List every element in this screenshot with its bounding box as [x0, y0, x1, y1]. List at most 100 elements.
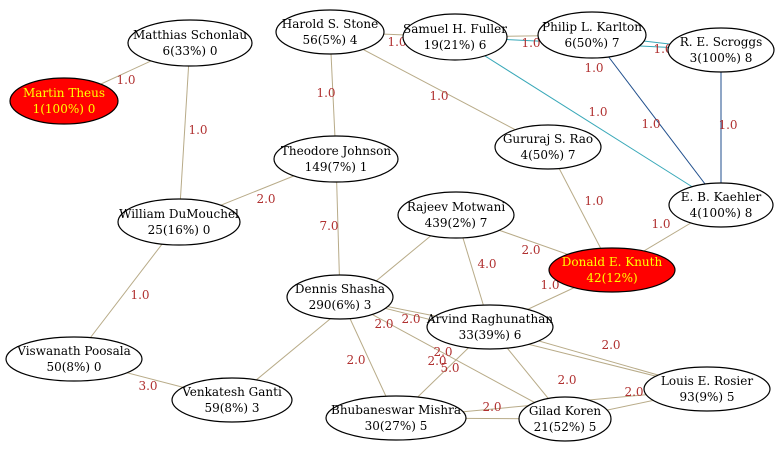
node-ellipse: [518, 396, 612, 442]
node-stat: 33(39%) 6: [459, 328, 522, 342]
node-ellipse: [426, 304, 554, 350]
node-koren[interactable]: Gilad Koren 21(52%) 5: [518, 396, 612, 442]
edge-label: 2.0: [256, 192, 275, 206]
node-name: Louis E. Rosier: [661, 374, 753, 388]
node-ellipse: [9, 77, 119, 125]
node-name: Rajeev Motwani: [407, 200, 505, 214]
edge-label: 1.0: [429, 89, 448, 103]
node-ganti[interactable]: Venkatesh Ganti 59(8%) 3: [171, 377, 293, 423]
edge-label: 1.0: [540, 278, 559, 292]
node-ellipse: [537, 11, 647, 59]
edge-label: 1.0: [521, 36, 540, 50]
node-ellipse: [171, 377, 293, 423]
edge-label: 1.0: [641, 117, 660, 131]
edge-label: 1.0: [130, 288, 149, 302]
edge-label: 7.0: [319, 219, 338, 233]
node-stat: 4(50%) 7: [520, 148, 575, 162]
node-stat: 50(8%) 0: [46, 360, 101, 374]
node-stat: 6(50%) 7: [564, 36, 619, 50]
node-motwani[interactable]: Rajeev Motwani 439(2%) 7: [397, 191, 515, 239]
node-ellipse: [643, 366, 771, 412]
node-kaehler[interactable]: E. B. Kaehler 4(100%) 8: [668, 182, 774, 228]
node-name: Bhubaneswar Mishra: [331, 403, 461, 417]
edge-label: 1.0: [584, 194, 603, 208]
node-name: Harold S. Stone: [282, 17, 378, 31]
edge-label: 1.0: [316, 86, 335, 100]
node-ellipse: [275, 9, 385, 55]
edge-label: 1.0: [651, 217, 670, 231]
node-stat: 149(7%) 1: [305, 160, 368, 174]
node-stat: 42(12%): [586, 271, 637, 285]
node-ellipse: [402, 13, 508, 61]
edge-label: 2.0: [557, 373, 576, 387]
edge-label: 1.0: [116, 73, 135, 87]
edge-label: 1.0: [718, 118, 737, 132]
node-stat: 30(27%) 5: [365, 419, 428, 433]
node-layer: Matthias Schonlau 6(33%) 0 Martin Theus1(1…: [5, 9, 775, 442]
node-stat: 19(21%) 6: [424, 38, 487, 52]
node-stone[interactable]: Harold S. Stone 56(5%) 4: [275, 9, 385, 55]
edge-label: 2.0: [482, 400, 501, 414]
edge-schonlau-dumouchel: [178, 42, 191, 223]
node-ellipse: [667, 27, 775, 73]
edge-fuller-kaehler: [454, 36, 722, 206]
node-name: Dennis Shasha: [295, 282, 385, 296]
node-stat: 21(52%) 5: [534, 420, 597, 434]
edge-label: 2.0: [624, 385, 643, 399]
node-ellipse: [5, 336, 143, 382]
node-name: E. B. Kaehler: [681, 190, 762, 204]
node-schonlau[interactable]: Matthias Schonlau 6(33%) 0: [127, 19, 253, 67]
node-stat: 4(100%) 8: [690, 206, 753, 220]
node-raghunathan[interactable]: Arvind Raghunathan 33(39%) 6: [426, 304, 554, 350]
node-stat: 6(33%) 0: [162, 44, 217, 58]
edge-label: 1.0: [588, 105, 607, 119]
node-name: Venkatesh Ganti: [181, 385, 282, 399]
node-poosala[interactable]: Viswanath Poosala 50(8%) 0: [5, 336, 143, 382]
node-name: Samuel H. Fuller: [403, 22, 507, 36]
edge-label: 2.0: [601, 338, 620, 352]
edge-karlton-kaehler: [591, 34, 722, 206]
node-ellipse: [397, 191, 515, 239]
edge-label: 1.0: [387, 35, 406, 49]
node-ellipse: [286, 274, 394, 320]
node-name: Donald E. Knuth: [562, 255, 663, 269]
edge-label: 2.0: [374, 317, 393, 331]
node-stat: 59(8%) 3: [204, 401, 259, 415]
node-knuth[interactable]: Donald E. Knuth 42(12%): [548, 247, 676, 293]
node-fuller[interactable]: Samuel H. Fuller 19(21%) 6: [402, 13, 508, 61]
node-stat: 439(2%) 7: [425, 216, 488, 230]
edge-label: 2.0: [433, 345, 452, 359]
node-stat: 56(5%) 4: [302, 33, 357, 47]
edge-label: 1.0: [188, 123, 207, 137]
node-name: Theodore Johnson: [281, 144, 391, 158]
edge-label: 3.0: [138, 379, 157, 393]
node-name: R. E. Scroggs: [680, 35, 762, 49]
node-name: William DuMouchel: [119, 207, 239, 221]
edge-label: 2.0: [427, 354, 446, 368]
node-stat: 3(100%) 8: [690, 51, 753, 65]
node-stat: 1(100%) 0: [33, 102, 96, 116]
node-ellipse: [117, 198, 241, 246]
edge-label: 2.0: [401, 312, 420, 326]
node-ellipse: [548, 247, 676, 293]
node-mishra[interactable]: Bhubaneswar Mishra 30(27%) 5: [325, 395, 467, 441]
edge-label: 5.0: [440, 361, 459, 375]
node-ellipse: [273, 135, 399, 183]
node-name: Gilad Koren: [529, 404, 602, 418]
edge-shasha-koren: [339, 296, 566, 420]
node-name: Viswanath Poosala: [16, 344, 130, 358]
node-johnson[interactable]: Theodore Johnson 149(7%) 1: [273, 135, 399, 183]
node-scroggs[interactable]: R. E. Scroggs 3(100%) 8: [667, 27, 775, 73]
node-ellipse: [668, 182, 774, 228]
edge-label: 1.0: [584, 61, 603, 75]
node-name: Arvind Raghunathan: [426, 312, 553, 326]
node-name: Matthias Schonlau: [133, 28, 247, 42]
edge-label: 4.0: [477, 257, 496, 271]
